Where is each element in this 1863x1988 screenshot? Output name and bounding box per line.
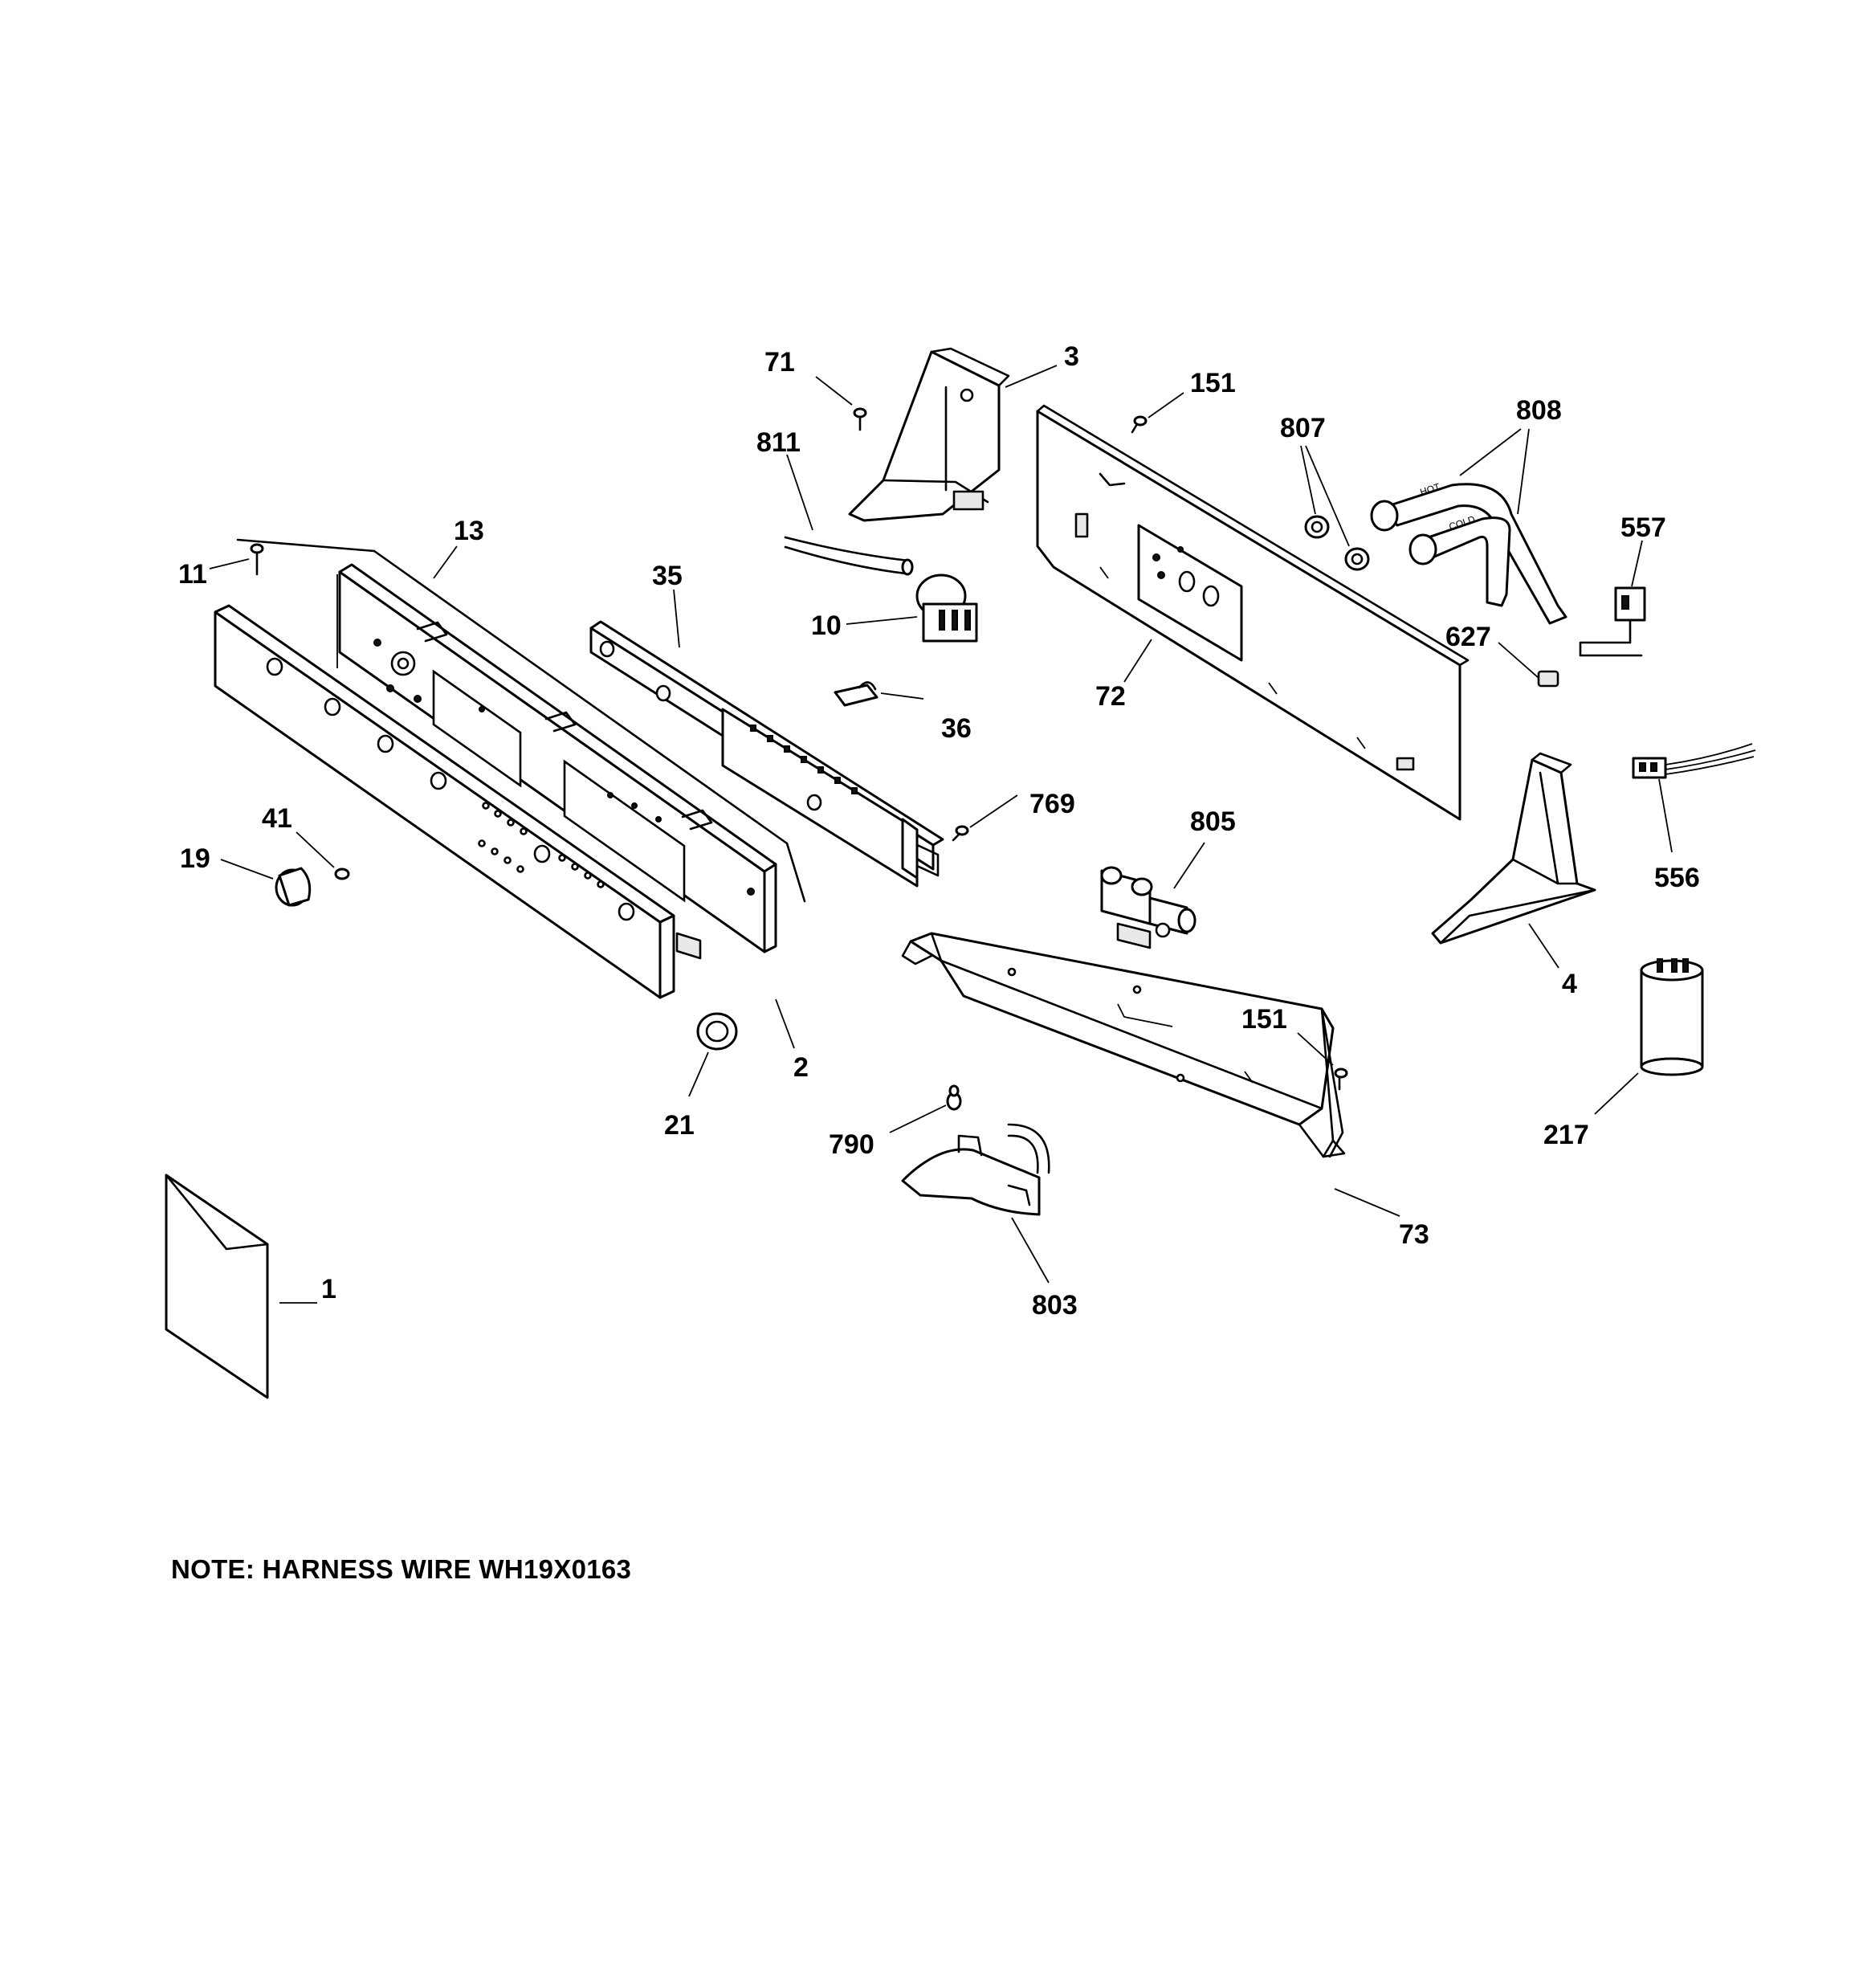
callout-41: 41 <box>262 803 292 834</box>
part-4-right-end-cap[interactable] <box>1431 752 1596 945</box>
front-panel-led-row <box>478 802 605 888</box>
callout-3: 3 <box>1064 341 1079 372</box>
callout-807: 807 <box>1280 413 1326 443</box>
callout-151: 151 <box>1190 368 1236 398</box>
callout-811: 811 <box>756 427 801 458</box>
part-790-hose-clamp[interactable] <box>946 1084 962 1111</box>
part-19-knob[interactable] <box>275 867 312 907</box>
part-41-spring-clip[interactable] <box>334 867 350 880</box>
board-connector-pins <box>750 725 858 794</box>
callout-151-lower: 151 <box>1241 1004 1287 1035</box>
part-807-hose-washers[interactable] <box>1304 515 1370 571</box>
callout-leader-lines <box>209 365 1673 1304</box>
part-769-screw[interactable] <box>952 825 969 842</box>
part-151-screw-upper[interactable] <box>1131 415 1148 434</box>
part-627-connector[interactable] <box>1537 670 1559 688</box>
part-10-pressure-switch[interactable] <box>915 574 978 643</box>
callout-71: 71 <box>764 347 795 378</box>
callout-217: 217 <box>1543 1120 1589 1150</box>
part-803-inlet-tube-bracket[interactable] <box>901 1123 1050 1216</box>
harness-wire-note: NOTE: HARNESS WIRE WH19X0163 <box>171 1554 632 1584</box>
callout-73: 73 <box>1399 1219 1429 1250</box>
callout-72: 72 <box>1095 681 1126 712</box>
part-71-screw[interactable] <box>853 407 867 431</box>
callout-11: 11 <box>178 559 207 590</box>
callout-21: 21 <box>664 1110 695 1141</box>
part-805-water-valve[interactable] <box>1100 866 1196 949</box>
part-2-console-front-panel[interactable] <box>214 604 702 999</box>
callout-2: 2 <box>793 1052 809 1083</box>
callout-19: 19 <box>180 843 210 874</box>
part-557-sensor-switch[interactable] <box>1579 586 1646 657</box>
callout-805: 805 <box>1190 806 1236 837</box>
callout-4: 4 <box>1562 969 1577 999</box>
part-36-door-lock-switch[interactable] <box>834 681 879 707</box>
callout-13: 13 <box>454 516 484 546</box>
part-73-control-bracket[interactable] <box>901 932 1346 1158</box>
part-556-wire-harness-plug[interactable] <box>1632 743 1756 779</box>
callout-35: 35 <box>652 561 683 591</box>
callout-803: 803 <box>1032 1290 1078 1321</box>
panel-frame-dots <box>373 639 755 896</box>
callout-808: 808 <box>1516 395 1562 426</box>
callout-557: 557 <box>1620 512 1666 543</box>
part-1-manual-envelope[interactable] <box>165 1174 269 1399</box>
part-151-screw-lower[interactable] <box>1334 1067 1348 1091</box>
front-panel-knob-holes <box>266 657 635 921</box>
part-811-pressure-hose[interactable] <box>784 536 914 576</box>
callout-790: 790 <box>829 1129 874 1160</box>
part-13-control-panel-frame[interactable] <box>236 538 806 953</box>
part-21-button[interactable] <box>696 1012 738 1051</box>
part-808-fill-hoses[interactable]: HOT COLD <box>1370 481 1567 625</box>
callout-36: 36 <box>941 713 972 744</box>
callout-1: 1 <box>321 1274 336 1304</box>
callout-10: 10 <box>811 610 842 641</box>
callout-769: 769 <box>1029 789 1075 819</box>
part-11-screw[interactable] <box>250 543 264 576</box>
part-72-rear-panel[interactable] <box>1036 404 1470 821</box>
callout-labels: 71 3 151 807 808 811 557 13 11 35 10 627… <box>178 341 1700 1321</box>
callout-556: 556 <box>1654 863 1700 893</box>
callout-627: 627 <box>1445 622 1491 652</box>
part-3-left-end-cap[interactable] <box>848 347 1010 522</box>
part-35-control-board[interactable] <box>589 620 944 888</box>
part-217-capacitor[interactable] <box>1640 958 1704 1076</box>
